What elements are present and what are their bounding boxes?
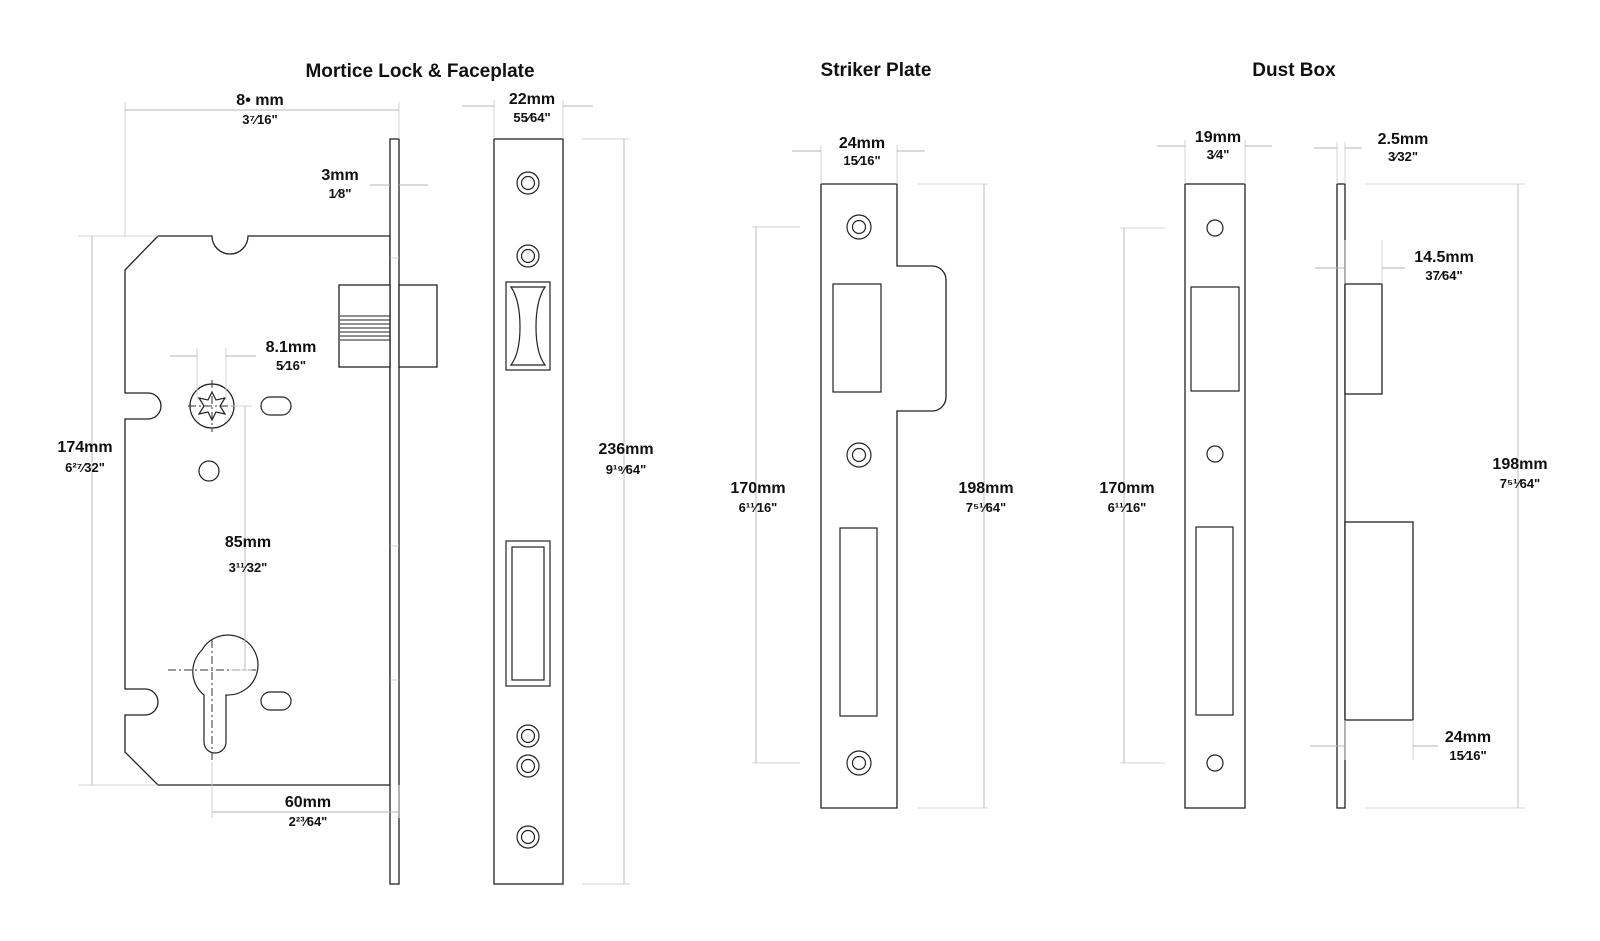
mortice-lock-case: [124, 138, 438, 885]
dim-dust-depth-latch: 14.5mm 37⁄64": [1315, 240, 1474, 284]
dim-dust-thk-inch: 3⁄32": [1388, 149, 1418, 164]
deadbolt-aperture: [1195, 526, 1234, 716]
faceplate-front: [493, 138, 564, 885]
dim-dust-thickness: 2.5mm 3⁄32": [1314, 131, 1428, 184]
dim-faceplate-height: 236mm 9¹⁹⁄64": [582, 138, 654, 885]
dim-case-height-inch: 6²⁷⁄32": [65, 460, 105, 475]
dim-faceplate-thk-inch: 1⁄8": [329, 186, 352, 201]
deadbolt-aperture: [839, 527, 878, 717]
dim-spindle: 8.1mm 5⁄16": [170, 339, 316, 400]
dim-dust-holes-inch: 6¹¹⁄16": [1108, 500, 1147, 515]
dim-dust-height: 198mm 7⁵¹⁄64": [1365, 183, 1548, 809]
dim-dust-height-inch: 7⁵¹⁄64": [1500, 476, 1540, 491]
dim-centres: 85mm 3¹¹⁄32": [225, 405, 271, 671]
fixing-hole: [198, 460, 220, 482]
title-striker-plate: Striker Plate: [821, 60, 932, 81]
latch-bolt: [398, 284, 438, 368]
dust-box-side: [1336, 183, 1414, 809]
dim-striker-width-mm: 24mm: [839, 135, 885, 152]
dim-faceplate-width-mm: 22mm: [509, 91, 555, 108]
dim-backset: 8• mm 3⁷⁄16": [124, 92, 400, 236]
dust-box-front: [1184, 183, 1246, 809]
dim-striker-height: 198mm 7⁵¹⁄64": [918, 183, 1014, 809]
dim-spindle-mm: 8.1mm: [266, 339, 317, 356]
dim-centres-mm: 85mm: [225, 534, 271, 551]
dim-striker-height-mm: 198mm: [958, 480, 1013, 497]
latch-aperture: [832, 283, 882, 393]
euro-cylinder-cutout: [192, 634, 259, 754]
dim-faceplate-height-mm: 236mm: [598, 441, 653, 458]
latch-housing: [338, 284, 391, 368]
dim-striker-holes-inch: 6¹¹⁄16": [739, 500, 778, 515]
striker-plate: [820, 183, 947, 809]
dim-cyl-backset-mm: 60mm: [285, 794, 331, 811]
latch-spring: [340, 315, 390, 341]
dim-dust-width-mm: 19mm: [1195, 129, 1241, 146]
screw-hole: [1206, 754, 1224, 772]
dim-dust-depth1-inch: 37⁄64": [1425, 268, 1462, 283]
faceplate-edge: [389, 138, 400, 885]
dim-dust-width: 19mm 3⁄4": [1157, 129, 1272, 184]
dim-faceplate-height-inch: 9¹⁹⁄64": [606, 462, 647, 477]
title-mortice-lock: Mortice Lock & Faceplate: [305, 61, 534, 82]
screw-hole: [1206, 219, 1224, 237]
dim-dust-depth1-mm: 14.5mm: [1414, 249, 1474, 266]
dim-dust-depth2-mm: 24mm: [1445, 729, 1491, 746]
dim-dust-depth-deadbolt: 24mm 15⁄16": [1310, 720, 1491, 763]
dim-striker-holes-mm: 170mm: [730, 480, 785, 497]
dim-backset-inch: 3⁷⁄16": [242, 112, 277, 127]
screw-hole: [1206, 445, 1224, 463]
dim-dust-thk-mm: 2.5mm: [1378, 131, 1429, 148]
dim-faceplate-width-inch: 55⁄64": [513, 110, 550, 125]
dim-centres-inch: 3¹¹⁄32": [229, 560, 268, 575]
dim-case-height: 174mm 6²⁷⁄32": [57, 235, 158, 786]
fixing-slot: [260, 396, 292, 416]
dim-faceplate-width: 22mm 55⁄64": [462, 91, 593, 139]
dim-spindle-inch: 5⁄16": [276, 358, 306, 373]
dim-faceplate-thk-mm: 3mm: [321, 167, 358, 184]
deadbolt-box: [1344, 521, 1414, 721]
dim-dust-hole-centres: 170mm 6¹¹⁄16": [1099, 227, 1165, 764]
dim-striker-width-inch: 15⁄16": [843, 153, 880, 168]
title-dust-box: Dust Box: [1252, 60, 1336, 81]
dim-dust-depth2-inch: 15⁄16": [1449, 748, 1486, 763]
dim-case-height-mm: 174mm: [57, 439, 112, 456]
dim-striker-hole-centres: 170mm 6¹¹⁄16": [730, 226, 800, 764]
latch-box: [1344, 283, 1383, 395]
dim-dust-height-mm: 198mm: [1492, 456, 1547, 473]
latch-aperture: [1190, 286, 1240, 392]
dim-cyl-backset-inch: 2²³⁄64": [289, 814, 328, 829]
dim-dust-holes-mm: 170mm: [1099, 480, 1154, 497]
dim-faceplate-thickness: 3mm 1⁄8": [321, 167, 428, 201]
dim-backset-mm: 8• mm: [236, 92, 283, 109]
dim-striker-height-inch: 7⁵¹⁄64": [966, 500, 1006, 515]
dim-striker-width: 24mm 15⁄16": [792, 135, 925, 184]
dim-dust-width-inch: 3⁄4": [1207, 147, 1230, 162]
dim-cylinder-backset: 60mm 2²³⁄64": [211, 762, 400, 829]
fixing-slot: [260, 691, 292, 711]
